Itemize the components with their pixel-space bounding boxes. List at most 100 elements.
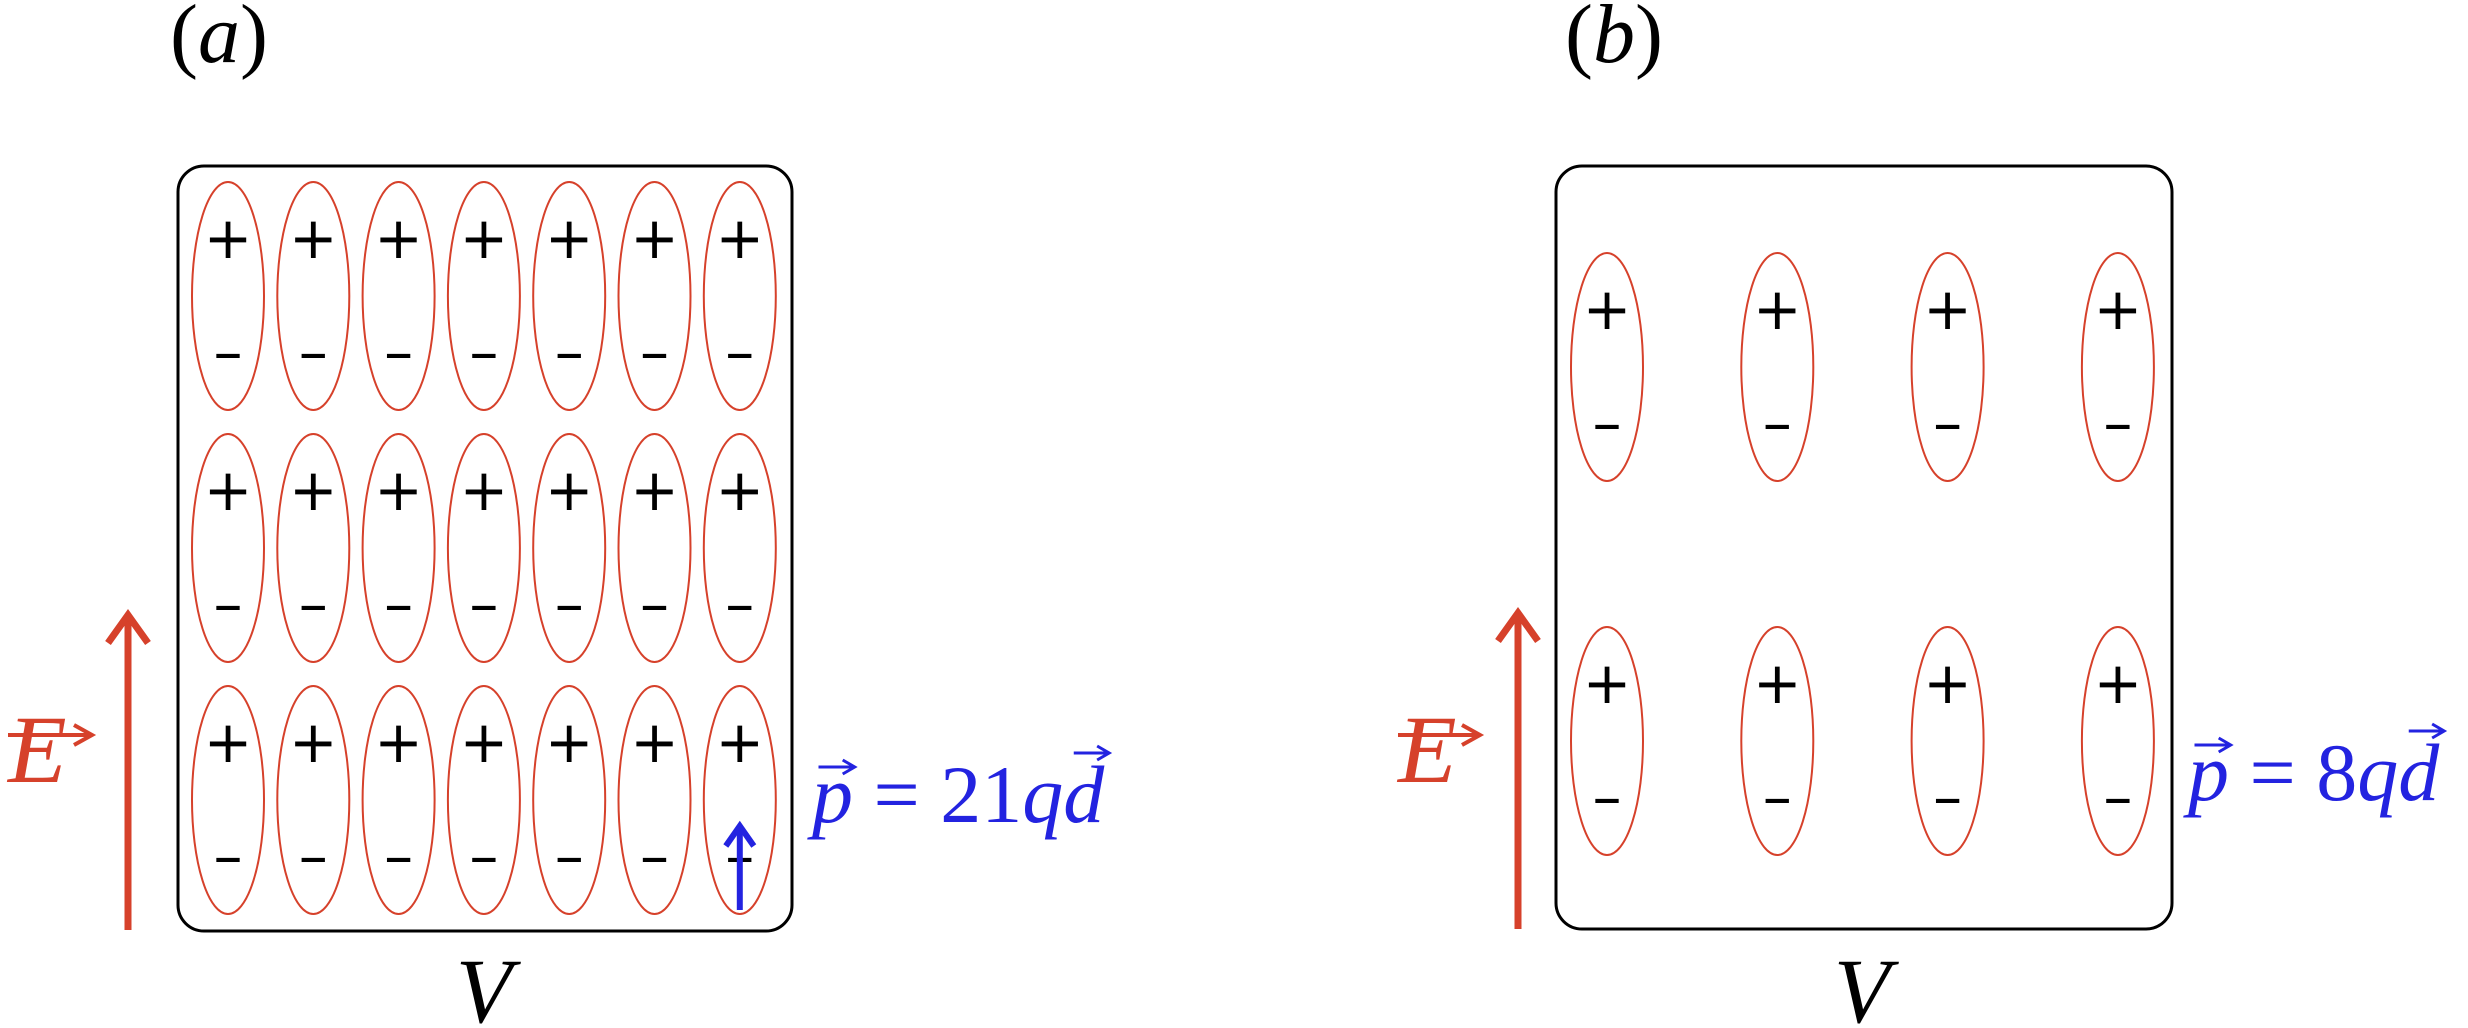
- positive-charge: +: [204, 708, 253, 776]
- equation-d: d: [1063, 749, 1105, 840]
- dipole: +–: [617, 685, 692, 915]
- panel-a: (a)+–+–+–+–+–+–+–+–+–+–+–+–+–+–+–+–+–+–+…: [6, 0, 1113, 1028]
- dipole: +–: [1570, 626, 1644, 856]
- negative-charge: –: [469, 318, 498, 386]
- dipole-outline: [617, 433, 692, 663]
- negative-charge: –: [1593, 763, 1622, 831]
- negative-charge: –: [2103, 389, 2132, 457]
- dipole-outline: [446, 685, 521, 915]
- dipole: +–: [191, 181, 265, 411]
- positive-charge: +: [289, 708, 338, 776]
- dipole-outline: [361, 181, 436, 411]
- dipole-outline: [617, 685, 692, 915]
- dipole-moment-arrow: [723, 820, 757, 910]
- positive-charge: +: [545, 204, 594, 272]
- dipole: +–: [276, 433, 351, 663]
- negative-charge: –: [725, 318, 754, 386]
- dipole: +–: [361, 433, 436, 663]
- dipole-outline: [276, 685, 351, 915]
- dipole: +–: [2080, 626, 2155, 856]
- dipole-moment-equation: p = 8qd: [2183, 722, 2448, 818]
- negative-charge: –: [384, 318, 413, 386]
- dipole-outline: [1740, 252, 1815, 482]
- equation-p: p: [807, 749, 853, 840]
- dipole-outline: [532, 685, 607, 915]
- dipole: +–: [276, 181, 351, 411]
- dipole-moment-text: p = 8qd: [2183, 727, 2440, 818]
- positive-charge: +: [374, 456, 423, 524]
- dipole: +–: [361, 685, 436, 915]
- dipole: +–: [1910, 626, 1985, 856]
- positive-charge: +: [460, 456, 509, 524]
- dipole-moment-arrow-head: [723, 820, 757, 848]
- positive-charge: +: [630, 456, 679, 524]
- field-arrow-head: [1495, 606, 1541, 644]
- dipole-outline: [191, 181, 265, 411]
- positive-charge: +: [289, 456, 338, 524]
- positive-charge: +: [630, 204, 679, 272]
- dipole: +–: [276, 685, 351, 915]
- dipole: +–: [446, 181, 521, 411]
- positive-charge: +: [715, 204, 764, 272]
- positive-charge: +: [715, 456, 764, 524]
- negative-charge: –: [1763, 763, 1792, 831]
- panel-label: (a): [170, 0, 268, 81]
- vector-arrow-head: [1461, 723, 1485, 747]
- vector-arrow-head: [2431, 722, 2448, 740]
- dipole-outline: [2080, 626, 2155, 856]
- dipole: +–: [702, 433, 777, 663]
- negative-charge: –: [555, 318, 584, 386]
- dipole-outline: [276, 181, 351, 411]
- dipole: +–: [1570, 252, 1644, 482]
- electric-field-arrow: [1495, 606, 1541, 929]
- dipole: +–: [191, 685, 265, 915]
- vector-arrow-head: [1096, 744, 1113, 762]
- equation-p: p: [2183, 727, 2229, 818]
- equation-d: d: [2398, 727, 2440, 818]
- field-symbol: E: [6, 696, 67, 803]
- negative-charge: –: [214, 822, 243, 890]
- dipole-outline: [361, 685, 436, 915]
- negative-charge: –: [555, 822, 584, 890]
- dipole-outline: [1570, 626, 1644, 856]
- volume-box: [1554, 164, 2174, 931]
- negative-charge: –: [384, 822, 413, 890]
- negative-charge: –: [384, 570, 413, 638]
- dipole-outline: [1910, 626, 1985, 856]
- dipole-outline: [191, 685, 265, 915]
- positive-charge: +: [460, 708, 509, 776]
- dipole-outline: [2080, 252, 2155, 482]
- equation-coef: 21: [940, 749, 1022, 840]
- volume-box: [176, 164, 794, 933]
- dipole: +–: [446, 433, 521, 663]
- positive-charge: +: [374, 708, 423, 776]
- positive-charge: +: [1583, 275, 1632, 343]
- dipole: +–: [1910, 252, 1985, 482]
- dipole-outline: [1570, 252, 1644, 482]
- field-label: E: [1396, 696, 1485, 803]
- positive-charge: +: [2094, 649, 2143, 717]
- positive-charge: +: [460, 204, 509, 272]
- positive-charge: +: [715, 708, 764, 776]
- dipole: +–: [532, 181, 607, 411]
- dipole-outline: [532, 181, 607, 411]
- positive-charge: +: [1923, 275, 1972, 343]
- dipole-outline: [617, 181, 692, 411]
- dipole-outline: [702, 433, 777, 663]
- dipole-outline: [1910, 252, 1985, 482]
- field-label: E: [6, 696, 97, 803]
- negative-charge: –: [299, 570, 328, 638]
- negative-charge: –: [1763, 389, 1792, 457]
- positive-charge: +: [1753, 649, 1802, 717]
- electric-field-arrow: [105, 608, 151, 930]
- dipole-outline: [446, 181, 521, 411]
- negative-charge: –: [214, 318, 243, 386]
- positive-charge: +: [545, 456, 594, 524]
- vector-arrow-head: [2217, 736, 2234, 754]
- equation-equals: =: [2229, 727, 2316, 818]
- dipole: +–: [532, 685, 607, 915]
- positive-charge: +: [204, 456, 253, 524]
- positive-charge: +: [2094, 275, 2143, 343]
- positive-charge: +: [289, 204, 338, 272]
